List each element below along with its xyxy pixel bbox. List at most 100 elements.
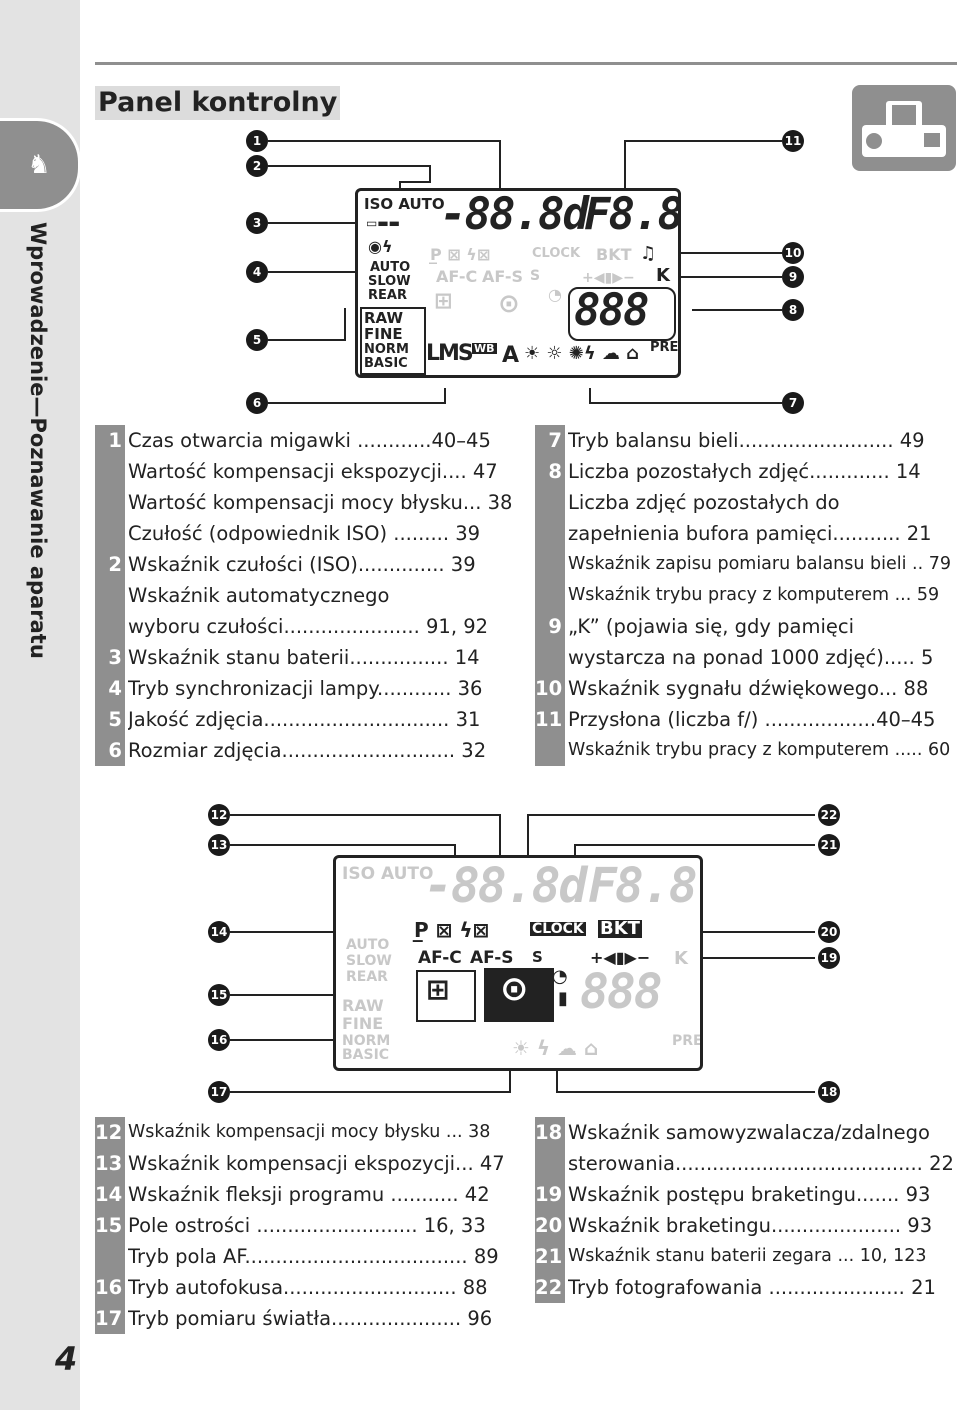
marker-7: 7 — [782, 392, 804, 414]
iso-auto-label-dim: ISO AUTO — [342, 864, 434, 884]
legend-number: 1 — [95, 425, 125, 456]
legend-number: 21 — [535, 1241, 565, 1272]
pre-label: PRE — [650, 340, 679, 355]
afs-label-lit: AF-S — [470, 948, 514, 968]
legend-label: Tryb autofokusa.........................… — [128, 1276, 488, 1299]
legend-label: Wskaźnik braketingu.....................… — [568, 1214, 933, 1237]
legend-label: Wskaźnik automatycznego — [128, 584, 390, 607]
quality-raw: RAW — [364, 309, 404, 327]
control-panel-lcd-highlight: ISO AUTO -88.8d F8.8 AUTO SLOW REAR RAW … — [333, 855, 703, 1071]
legend-label: Wskaźnik zapisu pomiaru balansu bieli ..… — [568, 554, 952, 574]
shutter-display: -88.8d — [440, 189, 589, 240]
flex-program-icon-lit: P̲ ⊠ ϟ⊠ — [414, 918, 490, 942]
marker-15: 15 — [208, 984, 230, 1006]
marker-18: 18 — [818, 1081, 840, 1103]
legend-number — [95, 518, 125, 549]
legend-row: Wskaźnik zapisu pomiaru balansu bieli ..… — [535, 549, 957, 580]
legend-label: Wartość kompensacji ekspozycji.... 47 — [128, 460, 498, 483]
focus-area-frame — [416, 970, 476, 1022]
aperture-display-dim: F8.8 — [588, 858, 698, 914]
legend-row: wystarcza na ponad 1000 zdjęć)..... 5 — [535, 642, 957, 673]
focus-area-icon-lit: ⊞ — [426, 973, 450, 1006]
legend-number: 19 — [535, 1179, 565, 1210]
iso-auto-label: ISO AUTO — [364, 195, 445, 213]
page-number: 4 — [55, 1340, 78, 1378]
legend-label: wyboru czułości...................... 91… — [128, 615, 489, 638]
page-title: Panel kontrolny — [95, 86, 341, 120]
self-timer-icon: ◔ — [548, 285, 562, 304]
legend-number: 16 — [95, 1272, 125, 1303]
legend-label: Wskaźnik czułości (ISO).............. 39 — [128, 553, 476, 576]
marker-5: 5 — [246, 329, 268, 351]
camera-top-icon — [852, 85, 956, 171]
legend-label: Tryb fotografowania ....................… — [568, 1276, 936, 1299]
legend-label: Czułość (odpowiednik ISO) ......... 39 — [128, 522, 481, 545]
legend-number: 4 — [95, 673, 125, 704]
legend-label: Jakość zdjęcia..........................… — [128, 708, 481, 731]
legend-label: Wskaźnik kompensacji ekspozycji... 47 — [128, 1152, 505, 1175]
legend-number: 7 — [535, 425, 565, 456]
legend-number: 17 — [95, 1303, 125, 1334]
legend-label: Wskaźnik samowyzwalacza/zdalnego — [568, 1121, 930, 1144]
wb-auto: A — [502, 343, 520, 368]
marker-20: 20 — [818, 921, 840, 943]
marker-14: 14 — [208, 921, 230, 943]
battery-icon: ▭▬▬ — [366, 216, 401, 230]
metering-icon: ⊙ — [498, 289, 520, 319]
clock-label-lit: CLOCK — [530, 921, 586, 937]
pre-label-dim: PRE — [672, 1033, 703, 1049]
marker-9: 9 — [782, 266, 804, 288]
legend-number — [95, 456, 125, 487]
section-tab[interactable]: ♞ — [0, 118, 81, 212]
sidebar: ♞ Wprowadzenie—Poznawanie aparatu 4 — [0, 0, 81, 1410]
legend-number: 9 — [535, 611, 565, 642]
exposure-counter-dim: 888 — [580, 964, 663, 1020]
marker-11: 11 — [782, 130, 804, 152]
legend-label: „K” (pojawia się, gdy pamięci — [568, 615, 855, 638]
bkt-label: BKT — [596, 245, 632, 264]
legend-number: 18 — [535, 1117, 565, 1148]
marker-17: 17 — [208, 1081, 230, 1103]
legend-label: Wartość kompensacji mocy błysku... 38 — [128, 491, 513, 514]
marker-21: 21 — [818, 834, 840, 856]
legend-label: Liczba pozostałych zdjęć............. 14 — [568, 460, 921, 483]
quality-norm: NORM — [364, 342, 409, 357]
quality-basic-dim: BASIC — [342, 1047, 390, 1063]
afc-label-lit: AF-C — [418, 948, 462, 968]
legend-number: 6 — [95, 735, 125, 766]
flash-rear-dim: REAR — [346, 969, 388, 985]
legend-label: Przysłona (liczba f/) ..................… — [568, 708, 936, 731]
flex-program-icon: P̲ ⊠ ϟ⊠ — [430, 245, 491, 264]
legend-label: Rozmiar zdjęcia.........................… — [128, 739, 487, 762]
legend-number: 3 — [95, 642, 125, 673]
marker-12: 12 — [208, 804, 230, 826]
quality-norm-dim: NORM — [342, 1033, 391, 1049]
metering-frame — [484, 968, 554, 1022]
marker-19: 19 — [818, 947, 840, 969]
aperture-display: F8.8 — [584, 189, 681, 240]
legend-row: sterowania..............................… — [535, 1148, 957, 1179]
marker-13: 13 — [208, 834, 230, 856]
marker-22: 22 — [818, 804, 840, 826]
legend-number: 22 — [535, 1272, 565, 1303]
legend-label: Wskaźnik stanu baterii zegara ... 10, 12… — [568, 1246, 927, 1266]
legend-label: Wskaźnik sygnału dźwiękowego... 88 — [568, 677, 929, 700]
bracket-progress-icon: +◀▮▶− — [582, 270, 635, 286]
quality-fine-dim: FINE — [342, 1014, 384, 1033]
legend-label: Wskaźnik stanu baterii................ 1… — [128, 646, 480, 669]
legend-number — [535, 580, 565, 611]
redeye-flash-icon: ◉ϟ — [368, 237, 393, 256]
legend-row: Wartość kompensacji mocy błysku... 38 — [95, 487, 520, 518]
legend-number: 8 — [535, 456, 565, 487]
